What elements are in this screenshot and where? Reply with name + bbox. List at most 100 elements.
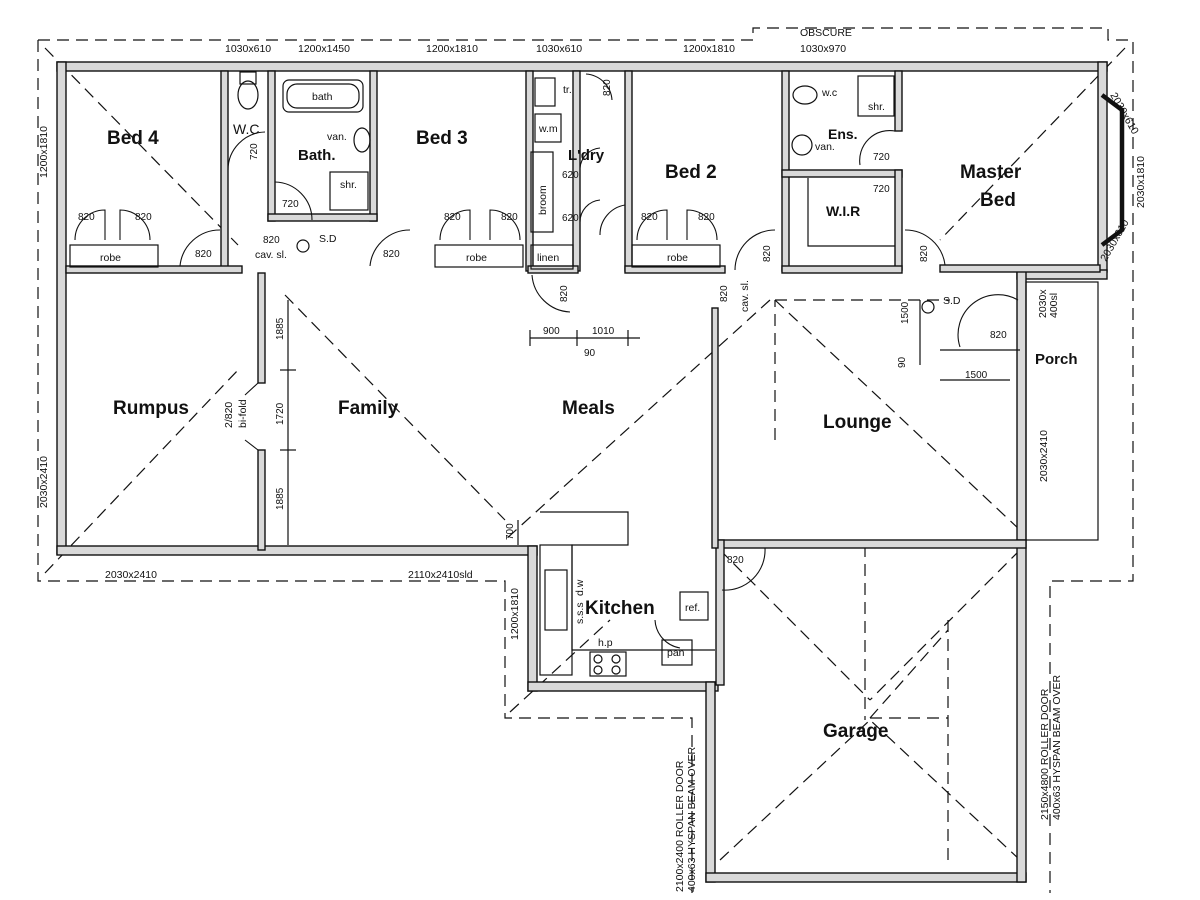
interior-walls bbox=[65, 70, 1101, 676]
dimension-labels: 900 1010 90 1885 1720 1885 700 1500 1500… bbox=[275, 301, 988, 540]
exterior-walls bbox=[56, 61, 1125, 883]
label-bath: bath bbox=[312, 91, 333, 103]
window-kitchen-1200x1810: 1200x1810 bbox=[509, 588, 521, 640]
room-label-porch: Porch bbox=[1035, 351, 1078, 368]
room-label-bed-4: Bed 4 bbox=[107, 128, 159, 149]
label-linen: linen bbox=[537, 252, 559, 264]
garage-door-left-line2: 400x63 HYSPAN BEAM OVER bbox=[686, 746, 698, 892]
label-van-ens: van. bbox=[815, 141, 835, 153]
label-tr: tr. bbox=[563, 84, 572, 96]
label-robe-bed3: robe bbox=[466, 252, 487, 264]
label-bifold-2: bi-fold bbox=[237, 399, 249, 428]
dim-1885-b: 1885 bbox=[275, 487, 286, 510]
label-sss: s.s.s bbox=[574, 602, 586, 624]
window-1030x610-b: 1030x610 bbox=[536, 43, 582, 55]
room-label-rumpus: Rumpus bbox=[113, 398, 189, 419]
dim-1885-a: 1885 bbox=[275, 317, 286, 340]
label-van-bath: van. bbox=[327, 131, 347, 143]
label-pan: pan bbox=[667, 647, 685, 659]
door-label-bed4: 820 bbox=[195, 249, 212, 260]
room-label-wir: W.I.R bbox=[826, 203, 860, 219]
bathtub bbox=[282, 79, 364, 113]
kitchen-sink bbox=[544, 569, 568, 631]
room-label-lounge: Lounge bbox=[823, 412, 892, 433]
window-porch-2030x: 2030x bbox=[1037, 289, 1049, 318]
door-label-bed3: 820 bbox=[383, 249, 400, 260]
garage-door-labels: 2100x2400 ROLLER DOOR 400x63 HYSPAN BEAM… bbox=[674, 674, 1063, 892]
window-1200x1450: 1200x1450 bbox=[298, 43, 350, 55]
dim-900: 900 bbox=[543, 326, 560, 337]
door-label-lounge: 820 bbox=[719, 285, 730, 302]
room-label-bed-2: Bed 2 bbox=[665, 162, 717, 183]
room-label-family: Family bbox=[338, 398, 399, 419]
wc-toilet bbox=[237, 80, 259, 110]
dim-90-b: 90 bbox=[897, 356, 908, 368]
laundry-tub bbox=[534, 77, 556, 107]
door-label-bed2-robe-l: 820 bbox=[641, 212, 658, 223]
door-label-wir: 720 bbox=[873, 184, 890, 195]
door-label-bed4-robe-r: 820 bbox=[135, 212, 152, 223]
cooktop bbox=[589, 651, 627, 677]
window-porch-400sl: 400sl bbox=[1048, 293, 1060, 318]
label-robe-bed4: robe bbox=[100, 252, 121, 264]
door-label-porch: 820 bbox=[990, 330, 1007, 341]
room-label-bed-3: Bed 3 bbox=[416, 128, 468, 149]
window-left-1200x1810: 1200x1810 bbox=[38, 126, 50, 178]
room-label-laundry: L'dry bbox=[568, 147, 605, 164]
roof-outline bbox=[37, 27, 1134, 893]
window-left-2030x2410: 2030x2410 bbox=[38, 456, 50, 508]
room-label-meals: Meals bbox=[562, 398, 615, 419]
room-label-wc: W.C bbox=[233, 121, 259, 137]
door-label-laundry-ext: 820 bbox=[602, 79, 613, 96]
door-swings bbox=[74, 73, 1019, 649]
door-label-wc: 720 bbox=[249, 143, 260, 160]
smoke-detector-1 bbox=[296, 239, 310, 253]
window-bottom-2030x2410: 2030x2410 bbox=[105, 569, 157, 581]
garage-door-left-line1: 2100x2400 ROLLER DOOR bbox=[674, 760, 686, 892]
dim-1500-a: 1500 bbox=[900, 301, 911, 324]
window-1030x610-a: 1030x610 bbox=[225, 43, 271, 55]
label-robe-bed2: robe bbox=[667, 252, 688, 264]
ens-vanity-basin bbox=[791, 134, 813, 156]
window-2110x2410sld: 2110x2410sld bbox=[408, 569, 473, 581]
fixture-labels: bath van. shr. robe robe robe tr. w.m br… bbox=[100, 84, 961, 659]
room-label-garage: Garage bbox=[823, 721, 888, 742]
door-label-linen: 820 bbox=[559, 285, 570, 302]
label-ref: ref. bbox=[685, 602, 700, 614]
label-sd-2: S.D bbox=[943, 295, 961, 307]
window-bay-2030x1810: 2030x1810 bbox=[1135, 156, 1147, 208]
door-label-bed2: 820 bbox=[762, 245, 773, 262]
label-hp: h.p bbox=[598, 637, 613, 649]
window-1200x1810-a: 1200x1810 bbox=[426, 43, 478, 55]
window-1200x1810-b: 1200x1810 bbox=[683, 43, 735, 55]
room-label-kitchen: Kitchen bbox=[585, 598, 655, 619]
washing-machine bbox=[534, 113, 562, 143]
door-label-garage: 820 bbox=[727, 555, 744, 566]
door-label-laundry-1: 620 bbox=[562, 170, 579, 181]
label-wc-ens: w.c bbox=[821, 87, 837, 99]
door-label-bed2-robe-r: 820 bbox=[698, 212, 715, 223]
door-label-bed3-robe-r: 820 bbox=[501, 212, 518, 223]
label-cav-sl-2: cav. sl. bbox=[739, 280, 751, 312]
door-label-ens: 720 bbox=[873, 152, 890, 163]
dim-90-a: 90 bbox=[584, 348, 596, 359]
label-shr-bath: shr. bbox=[340, 179, 357, 191]
label-wm: w.m bbox=[538, 123, 558, 135]
dim-1010: 1010 bbox=[592, 326, 615, 337]
door-label-bed4-robe-l: 820 bbox=[78, 212, 95, 223]
smoke-detector-2 bbox=[921, 300, 935, 314]
label-dw: d.w bbox=[574, 579, 586, 596]
garage-door-right-line2: 400x63 HYSPAN BEAM OVER bbox=[1051, 674, 1063, 820]
door-label-corridor: 820 bbox=[263, 235, 280, 246]
dim-1720: 1720 bbox=[275, 402, 286, 425]
garage-door-right-line1: 2150x4800 ROLLER DOOR bbox=[1039, 688, 1051, 820]
room-label-master-line2: Bed bbox=[980, 190, 1016, 211]
dim-1500-b: 1500 bbox=[965, 370, 988, 381]
room-label-ensuite: Ens. bbox=[828, 126, 858, 142]
ens-shower bbox=[857, 75, 895, 117]
room-label-master-line1: Master bbox=[960, 162, 1022, 183]
window-1030x970: 1030x970 bbox=[800, 43, 846, 55]
window-obscure: OBSCURE bbox=[800, 27, 852, 39]
label-shr-ens: shr. bbox=[868, 101, 885, 113]
